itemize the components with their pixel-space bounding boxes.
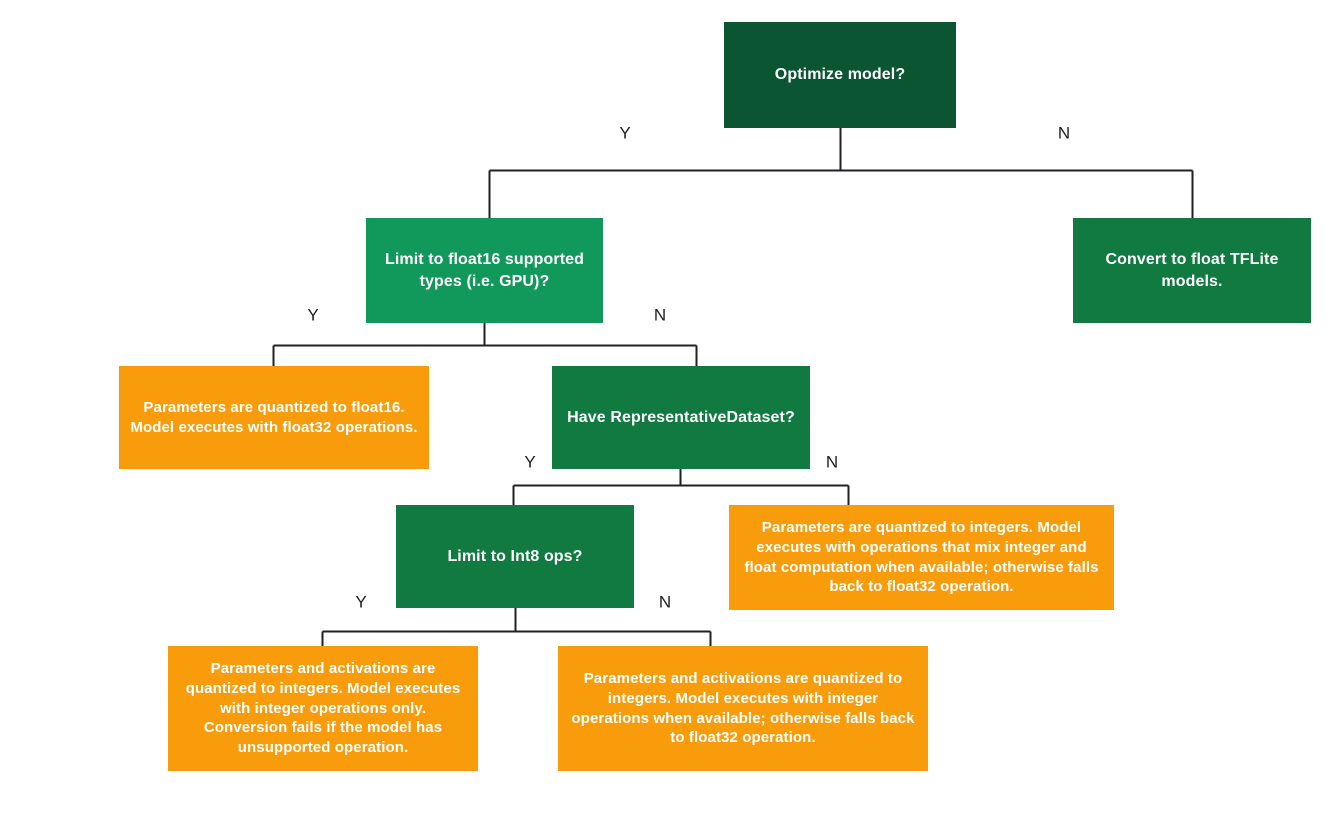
edge-label-int8-no: N bbox=[658, 592, 672, 612]
node-int8-only-outcome[interactable]: Parameters and activations are quantized… bbox=[168, 646, 478, 771]
node-mixed-int-float-outcome[interactable]: Parameters are quantized to integers. Mo… bbox=[729, 505, 1114, 610]
node-float16-outcome[interactable]: Parameters are quantized to float16. Mod… bbox=[119, 366, 429, 469]
node-have-representative-dataset[interactable]: Have RepresentativeDataset? bbox=[552, 366, 810, 469]
node-int8-fallback-outcome[interactable]: Parameters and activations are quantized… bbox=[558, 646, 928, 771]
edge-label-optimize-no: N bbox=[1057, 123, 1071, 143]
edge-label-float16-no: N bbox=[653, 305, 667, 325]
node-optimize-model[interactable]: Optimize model? bbox=[724, 22, 956, 128]
edge-label-int8-yes: Y bbox=[355, 592, 367, 612]
edge-label-float16-yes: Y bbox=[307, 305, 319, 325]
node-convert-float-tflite[interactable]: Convert to float TFLite models. bbox=[1073, 218, 1311, 323]
node-limit-float16[interactable]: Limit to float16 supported types (i.e. G… bbox=[366, 218, 603, 323]
node-limit-int8-ops[interactable]: Limit to Int8 ops? bbox=[396, 505, 634, 608]
edge-label-repdataset-yes: Y bbox=[524, 452, 536, 472]
edge-label-repdataset-no: N bbox=[825, 452, 839, 472]
edge-label-optimize-yes: Y bbox=[619, 123, 631, 143]
